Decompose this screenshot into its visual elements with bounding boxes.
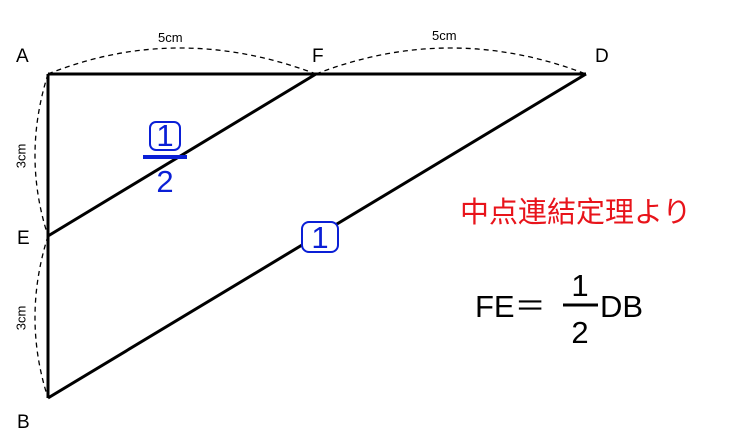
ratio-numerator-fe: 1: [156, 118, 173, 153]
formula-numerator: 1: [571, 268, 588, 303]
ratio-box-db: [301, 221, 339, 253]
ratio-box-fe: [149, 121, 181, 151]
dim-arc-fd: [315, 47, 587, 75]
dim-label-eb: 3cm: [13, 306, 28, 331]
formula-rhs: DB: [600, 289, 643, 324]
dim-arc-ae: [34, 73, 49, 237]
dim-label-ae: 3cm: [13, 144, 28, 169]
dim-label-af: 5cm: [158, 30, 183, 45]
theorem-title: 中点連結定理より: [460, 195, 691, 229]
formula-lhs: FE＝: [475, 289, 546, 324]
dim-label-fd: 5cm: [432, 28, 457, 43]
vertex-label-d: D: [595, 46, 609, 67]
formula: FE＝ 1 2 DB: [475, 268, 643, 350]
vertex-label-a: A: [16, 46, 29, 67]
ratio-mark-fe: 1 2: [143, 118, 187, 199]
ratio-denominator-fe: 2: [156, 164, 173, 199]
dim-arc-eb: [34, 235, 49, 399]
vertex-label-e: E: [17, 228, 30, 249]
ratio-mark-db: 1: [301, 220, 339, 255]
vertex-label-f: F: [312, 46, 324, 67]
vertex-label-b: B: [17, 412, 30, 433]
ratio-value-db: 1: [311, 220, 328, 255]
formula-denominator: 2: [571, 315, 588, 350]
dim-arc-af: [47, 47, 317, 75]
